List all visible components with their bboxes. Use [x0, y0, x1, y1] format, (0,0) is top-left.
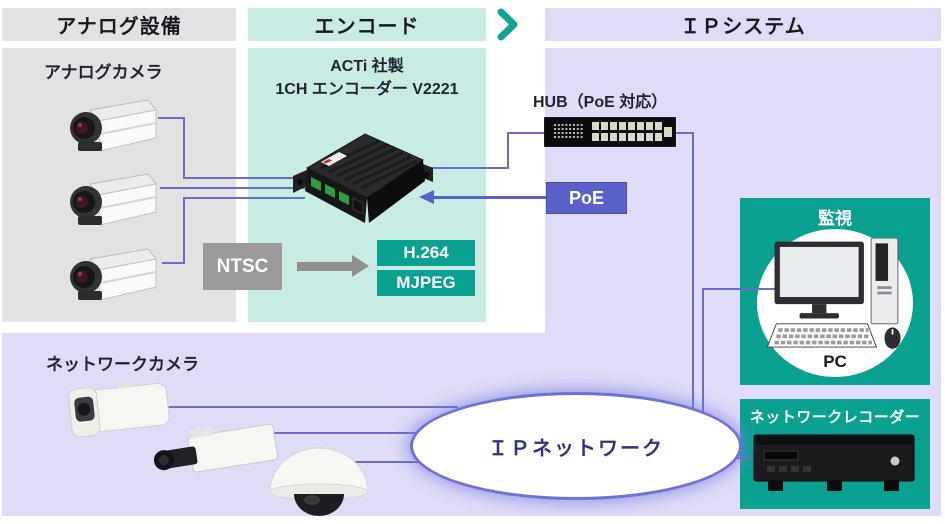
mjpeg-box: MJPEG	[377, 270, 475, 296]
connection-line	[162, 262, 185, 264]
mjpeg-label: MJPEG	[396, 273, 456, 292]
poe-label: PoE	[568, 187, 604, 208]
encoder-device-icon	[293, 133, 433, 223]
hub-device-icon	[544, 117, 676, 147]
ip-network-ellipse: ＩＰネットワーク	[410, 392, 742, 500]
header-ip-label: ＩＰシステム	[680, 16, 806, 38]
header-encode: エンコード	[248, 8, 486, 41]
connection-line	[160, 187, 305, 189]
arrow-right-head-icon	[352, 255, 369, 277]
connection-line	[158, 117, 185, 119]
connection-line	[168, 406, 458, 408]
recorder-label: ネットワークレコーダー	[749, 409, 921, 426]
ip-network-label: ＩＰネットワーク	[488, 437, 664, 460]
connection-line	[428, 167, 509, 169]
connection-line	[702, 288, 704, 428]
h264-label: H.264	[403, 243, 449, 262]
connection-line	[715, 457, 763, 459]
ntsc-box: NTSC	[203, 243, 282, 290]
connection-line	[183, 177, 305, 179]
chevron-right-icon	[497, 8, 518, 41]
network-camera-compact-icon	[68, 380, 170, 438]
header-analog: アナログ設備	[2, 8, 236, 41]
connection-line	[692, 132, 694, 427]
analog-camera-label: アナログカメラ	[44, 63, 163, 82]
analog-camera-icon	[70, 248, 157, 301]
encoder-title: ACTi 社製 1CH エンコーダー V2221	[248, 55, 486, 101]
connection-line	[507, 132, 549, 134]
poe-arrow-line	[433, 196, 546, 199]
network-camera-box-icon	[153, 423, 279, 473]
ntsc-label: NTSC	[216, 255, 269, 277]
connection-line	[183, 117, 185, 179]
monitoring-label: 監視	[818, 209, 852, 228]
header-analog-label: アナログ設備	[56, 16, 182, 38]
network-camera-label: ネットワークカメラ	[46, 355, 199, 374]
arrow-right-icon	[297, 262, 352, 271]
connection-line	[507, 132, 509, 169]
poe-box: PoE	[546, 182, 627, 214]
analog-camera-icon	[70, 173, 157, 226]
connection-line	[183, 197, 185, 264]
encoder-title-line2: 1CH エンコーダー V2221	[275, 81, 459, 99]
connection-line	[702, 288, 792, 290]
analog-camera-icon	[70, 99, 157, 152]
h264-box: H.264	[377, 240, 475, 266]
connection-line	[338, 461, 463, 463]
recorder-device-icon	[753, 434, 915, 491]
network-camera-dome-icon	[269, 447, 369, 516]
pc-icon	[766, 238, 901, 349]
pc-label: PC	[823, 352, 847, 371]
encoder-title-line1: ACTi 社製	[330, 58, 404, 75]
connection-line	[673, 132, 694, 134]
hub-label: HUB（PoE 対応）	[533, 94, 668, 111]
header-encode-label: エンコード	[314, 16, 420, 38]
poe-arrowhead-icon	[419, 190, 434, 204]
connection-line	[183, 197, 305, 199]
connection-line	[256, 432, 456, 434]
header-ip: ＩＰシステム	[545, 8, 941, 41]
